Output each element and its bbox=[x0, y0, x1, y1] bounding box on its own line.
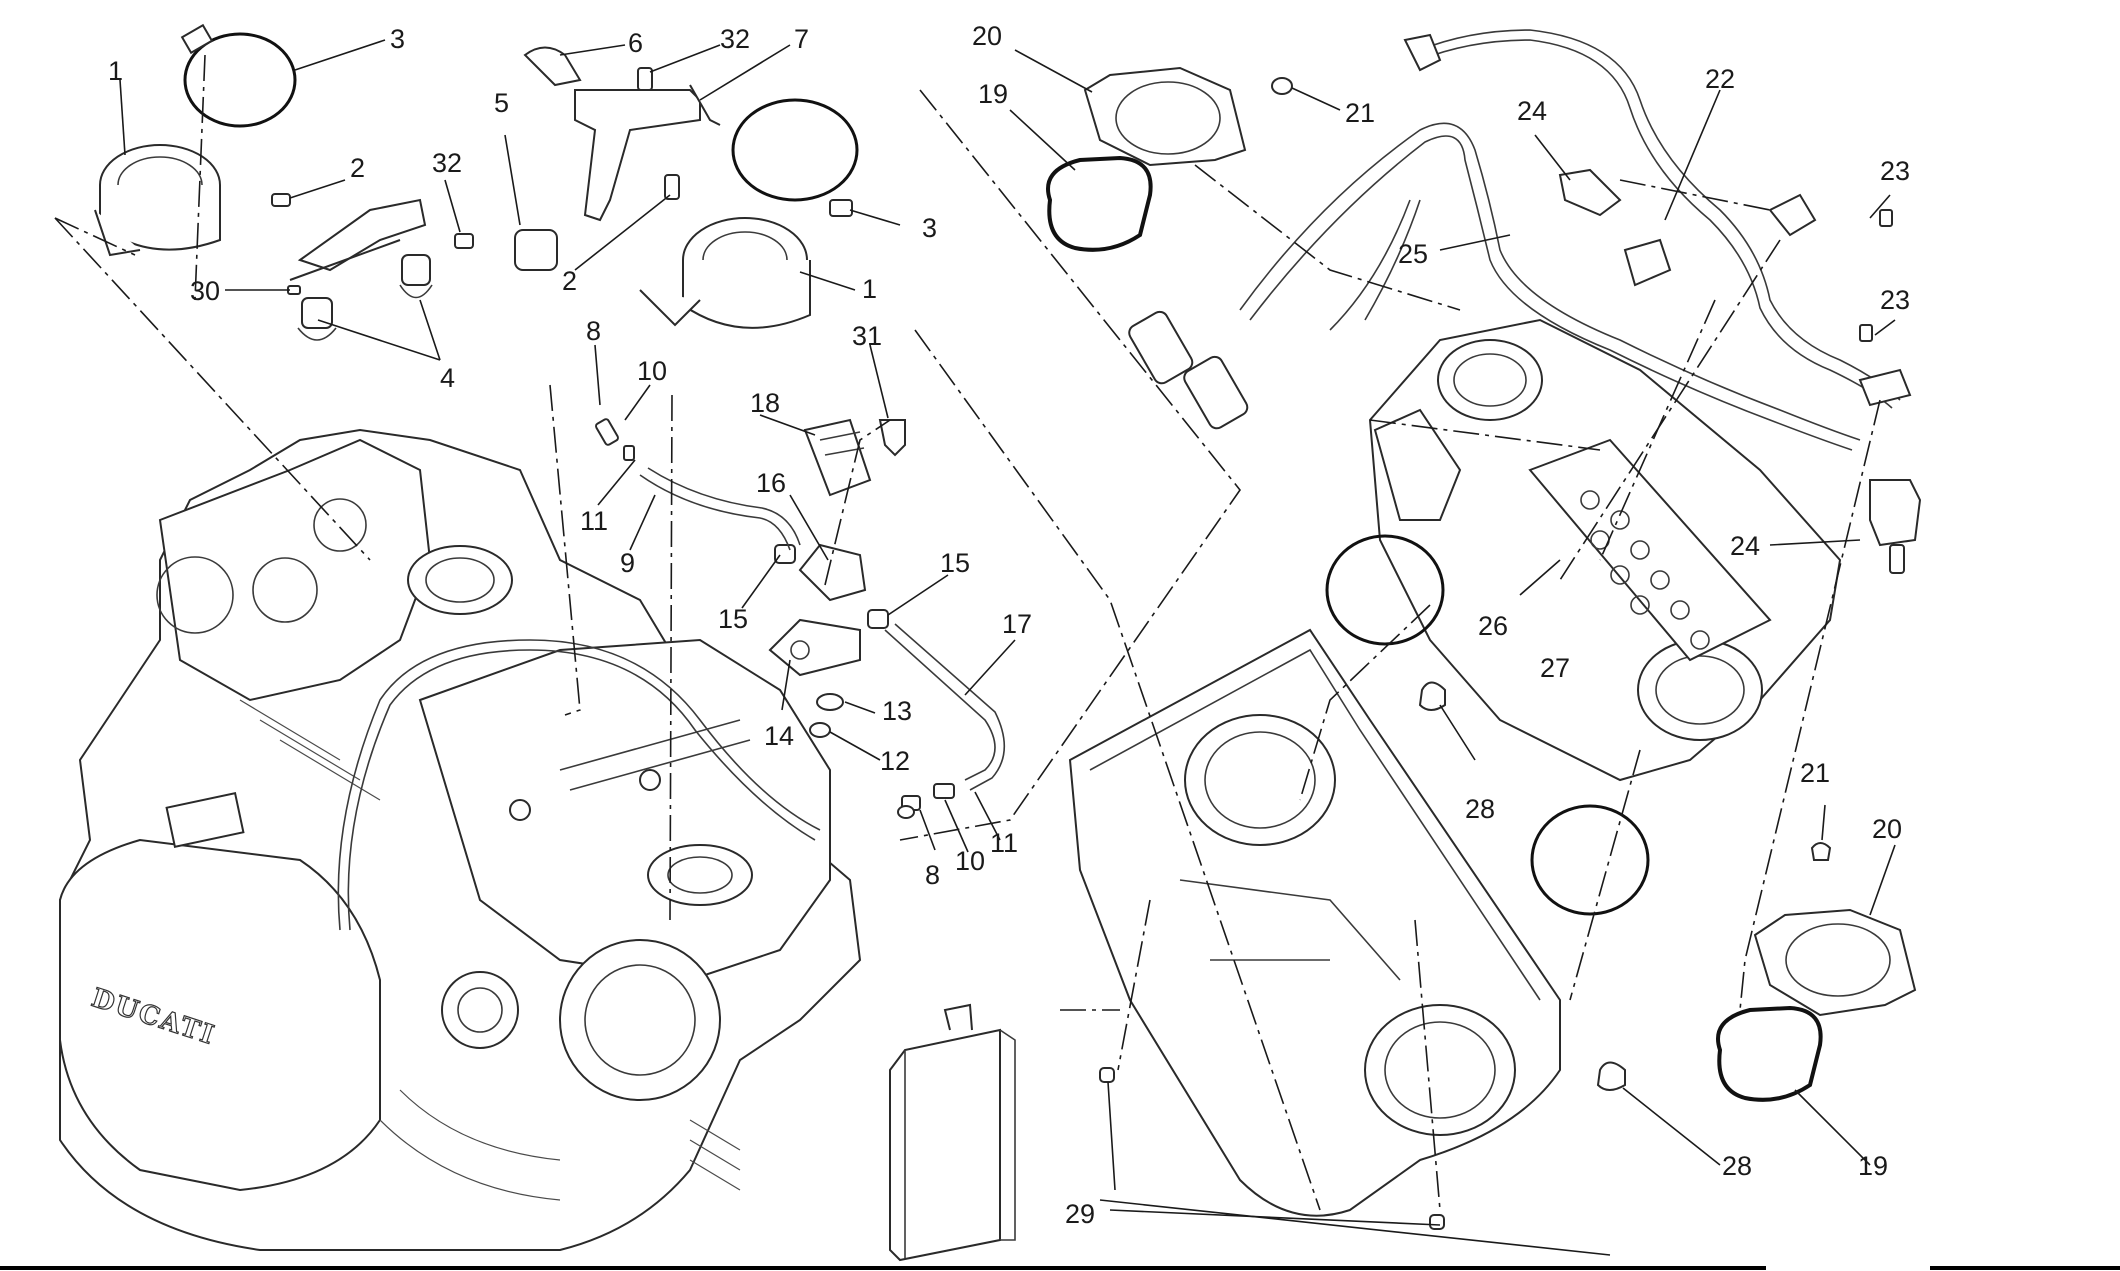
callout-19a: 19 bbox=[978, 79, 1008, 109]
callout-8b: 8 bbox=[925, 860, 940, 890]
callout-17: 17 bbox=[1002, 609, 1032, 639]
assembly-lines bbox=[54, 54, 1881, 1211]
callout-24a: 24 bbox=[1517, 96, 1547, 126]
callout-6: 6 bbox=[628, 28, 643, 58]
callout-3b: 3 bbox=[922, 213, 937, 243]
callout-32b: 32 bbox=[720, 24, 750, 54]
o-ring-upper bbox=[1325, 534, 1445, 646]
callout-12: 12 bbox=[880, 746, 910, 776]
callout-10a: 10 bbox=[637, 356, 667, 386]
callout-20a: 20 bbox=[972, 21, 1002, 51]
callout-4: 4 bbox=[440, 363, 455, 393]
callout-5: 5 bbox=[494, 88, 509, 118]
callout-25: 25 bbox=[1398, 239, 1428, 269]
callout-23a: 23 bbox=[1880, 156, 1910, 186]
o-ring-lower bbox=[1530, 804, 1650, 916]
callout-1a: 1 bbox=[108, 56, 123, 86]
callout-15b: 15 bbox=[940, 548, 970, 578]
hose-clamp-center bbox=[731, 98, 859, 202]
callout-15a: 15 bbox=[718, 604, 748, 634]
airbox bbox=[1068, 628, 1626, 1230]
engine-block: DUCATI bbox=[59, 428, 862, 1251]
callout-16: 16 bbox=[756, 468, 786, 498]
callout-27: 27 bbox=[1540, 653, 1570, 683]
callout-1b: 1 bbox=[862, 274, 877, 304]
center-intake-parts bbox=[514, 46, 1016, 1262]
callout-11a: 11 bbox=[580, 506, 608, 536]
callout-21b: 21 bbox=[1800, 758, 1830, 788]
callout-29: 29 bbox=[1065, 1199, 1095, 1229]
callout-32a: 32 bbox=[432, 148, 462, 178]
callout-28a: 28 bbox=[1465, 794, 1495, 824]
callout-24b: 24 bbox=[1730, 531, 1760, 561]
callout-2b: 2 bbox=[562, 266, 577, 296]
callout-20b: 20 bbox=[1872, 814, 1902, 844]
callout-31: 31 bbox=[852, 321, 882, 351]
callout-23b: 23 bbox=[1880, 285, 1910, 315]
callout-22: 22 bbox=[1705, 64, 1735, 94]
callout-21a: 21 bbox=[1345, 98, 1375, 128]
callout-10b: 10 bbox=[955, 846, 985, 876]
callout-13: 13 bbox=[882, 696, 912, 726]
callout-2a: 2 bbox=[350, 153, 365, 183]
callout-26: 26 bbox=[1478, 611, 1508, 641]
callout-7: 7 bbox=[794, 24, 809, 54]
leader-lines bbox=[119, 39, 1896, 1256]
callout-14: 14 bbox=[764, 721, 794, 751]
callout-labels: 1 3 2 32 30 4 5 6 32 7 2 3 1 8 10 11 9 1… bbox=[108, 21, 1910, 1229]
hose-clamp-upper bbox=[183, 32, 297, 128]
left-intake-parts bbox=[94, 23, 474, 341]
callout-18: 18 bbox=[750, 388, 780, 418]
lower-right-parts bbox=[1716, 842, 1917, 1102]
callout-8a: 8 bbox=[586, 316, 601, 346]
callout-11b: 11 bbox=[990, 828, 1018, 858]
callout-30: 30 bbox=[190, 276, 220, 306]
callout-19b: 19 bbox=[1858, 1151, 1888, 1181]
callout-9: 9 bbox=[620, 548, 635, 578]
callout-28b: 28 bbox=[1722, 1151, 1752, 1181]
callout-3a: 3 bbox=[390, 24, 405, 54]
right-upper-parts bbox=[1046, 29, 1922, 574]
